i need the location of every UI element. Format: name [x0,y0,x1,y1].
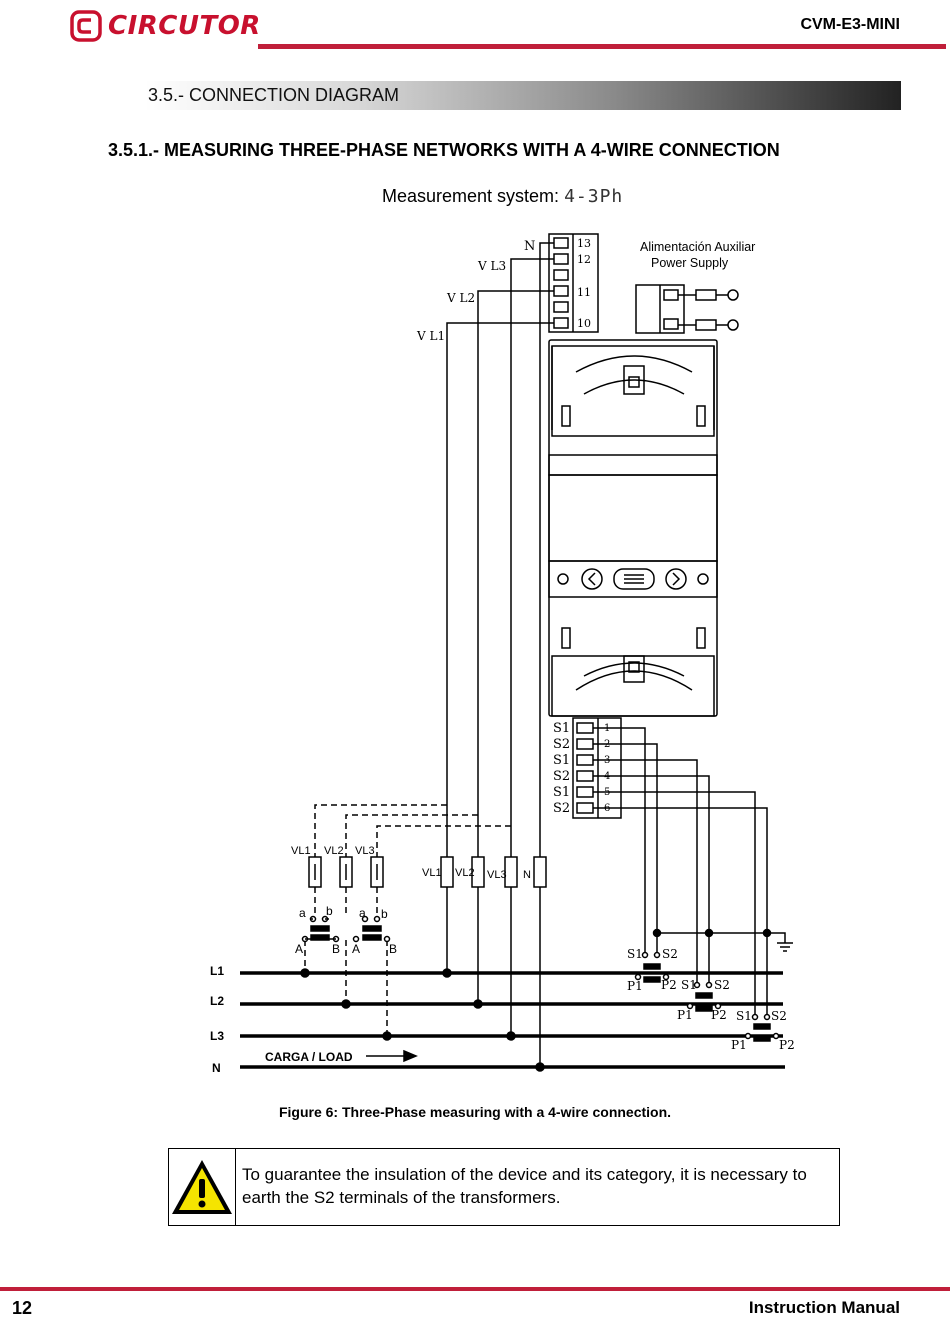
vl2-label: V L2 [446,291,475,305]
vt-A1: A [295,942,303,956]
ct2-p1-label: P1 [677,1008,693,1022]
connection-diagram: N 13 12 11 10 V L3 V L2 V L1 Alimentació… [210,233,795,1075]
vt-a2: a [359,906,366,920]
terminal-12-label: 12 [577,253,591,266]
power-supply-label-1: Alimentación Auxiliar [640,240,755,254]
figure-caption: Figure 6: Three-Phase measuring with a 4… [278,1104,672,1120]
vl2-wire [477,290,554,857]
terminal-13-label: 13 [577,237,591,250]
warning-text: To guarantee the insulation of the devic… [242,1165,807,1207]
measurement-code: 4-3Ph [564,186,624,207]
voltage-transformers [301,915,391,943]
ct1-p2-label: P2 [661,978,677,992]
page-number: 12 [12,1298,33,1318]
current-terminal-label: S2 [553,769,570,784]
manual-label: Instruction Manual [748,1298,900,1317]
terminal-10-label: 10 [577,317,591,330]
vt-B1: B [332,942,340,956]
current-terminal-label: S1 [553,721,570,736]
fuse-vl1-label: VL1 [422,867,442,879]
section-title: 3.5.- CONNECTION DIAGRAM [148,85,400,105]
vt-fuse-vl1-label: VL1 [291,845,311,857]
ct1-s2-label: S2 [662,947,678,961]
line-l3-label: L3 [210,1029,224,1043]
current-terminal-label: S2 [553,737,570,752]
warning-icon-cell [169,1149,236,1225]
power-supply-label-2: Power Supply [651,256,729,270]
ct3-s2-label: S2 [771,1009,787,1023]
fuse-vl2-label: VL2 [455,867,475,879]
warning-box: To guarantee the insulation of the devic… [168,1148,840,1226]
footer-rule [0,1287,950,1291]
earth-icon [777,942,793,952]
terminal-11-label: 11 [577,286,591,299]
subsection-title: 3.5.1.- MEASURING THREE-PHASE NETWORKS W… [108,140,780,160]
vl3-label: V L3 [477,259,506,273]
power-supply-terminal [635,284,739,334]
brand-name: CIRCUTOR [108,11,261,41]
ct2-s2-wire [593,775,710,983]
line-l2-label: L2 [210,994,224,1008]
vt-fuse-vl3-label: VL3 [355,845,375,857]
ct1-s1-wire [593,727,646,953]
vt-b1: b [326,904,333,918]
earth-bus [657,932,786,943]
ct3-p1-label: P1 [731,1038,747,1052]
ct2-p2-label: P2 [711,1008,727,1022]
ct3-s1-wire [593,791,756,1015]
ct1-s1-label: S1 [627,947,643,961]
terminal-n-label: N [524,239,535,254]
current-transformers [634,951,780,1042]
line-n-label: N [212,1061,221,1075]
measurement-label: Measurement system: [382,186,565,206]
junction-dots [300,968,545,1072]
vt-a1: a [299,906,306,920]
section-bar [145,81,901,110]
ct1-p1-label: P1 [627,979,643,993]
vl1-wire [446,322,554,857]
vt-fuse-vl2-label: VL2 [324,845,344,857]
document-model: CVM-E3-MINI [800,16,900,33]
vt-B2: B [389,942,397,956]
fuse-n-label: N [523,869,531,881]
ct3-p2-label: P2 [779,1038,795,1052]
vt-fuses [308,856,384,888]
circutor-logo-icon [70,10,102,42]
fuse-to-line-wires [446,887,541,1067]
current-terminal-label: S1 [553,753,570,768]
neutral-wire [539,242,554,857]
vl3-wire [510,258,554,857]
measurement-system: Measurement system: 4-3Ph [382,186,623,207]
ct1-s2-wire [593,743,658,953]
ct2-s1-wire [593,759,698,983]
ct2-s2-label: S2 [714,978,730,992]
fuse-vl3-label: VL3 [487,869,507,881]
vl1-label: V L1 [416,329,445,343]
ct2-s1-label: S1 [681,978,697,992]
load-arrow-icon [366,1049,418,1063]
line-l1-label: L1 [210,964,224,978]
vt-A2: A [352,942,360,956]
vt-b2: b [381,907,388,921]
ct3-s2-wire [593,807,768,1015]
current-terminal-label: S2 [553,801,570,816]
current-terminal-label: S1 [553,785,570,800]
warning-triangle-icon [172,1160,232,1214]
meter-device [548,339,718,717]
header-rule [258,44,946,49]
brand-logo: CIRCUTOR [70,10,261,42]
load-label: CARGA / LOAD [265,1050,353,1064]
ct3-s1-label: S1 [736,1009,752,1023]
current-terminal-block [572,717,622,819]
